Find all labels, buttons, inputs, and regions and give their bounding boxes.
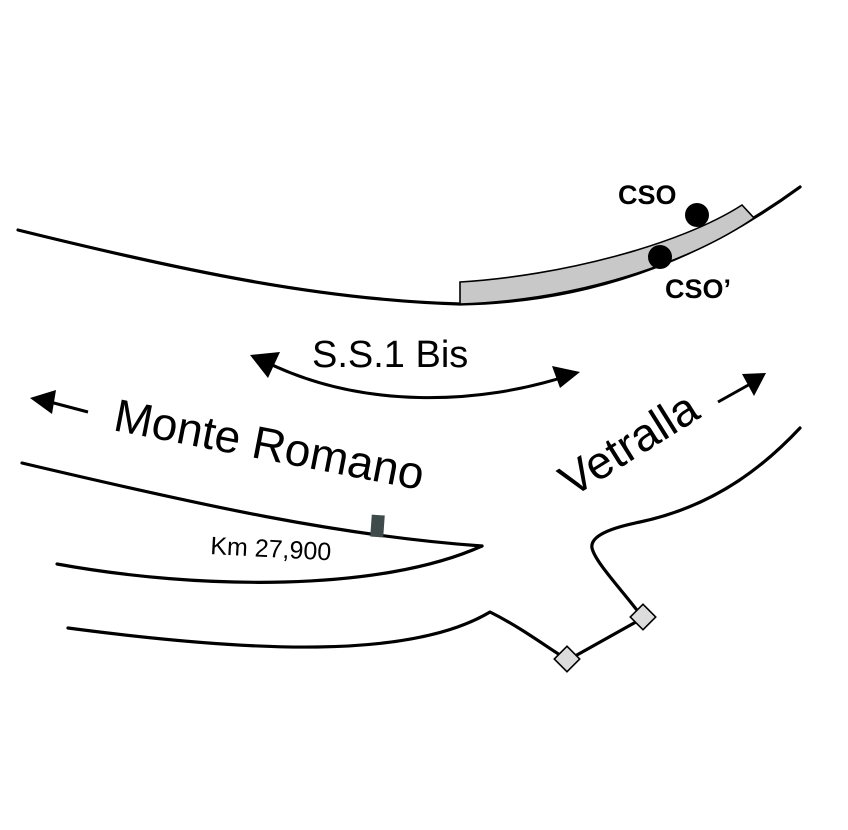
road-double-arrow [261,358,571,400]
arrowhead-left [250,352,280,378]
road-name-label: S.S.1 Bis [312,334,468,376]
cso-label: CSO [618,180,677,210]
arrowhead-right [552,366,580,388]
km-marker-post [370,514,385,538]
km-marker-label: Km 27,900 [210,532,332,566]
lower-road-lower-edge [55,544,484,584]
road-shoulder [459,203,756,305]
lower-road-upper-edge [20,461,484,548]
branch-road-edge [590,426,802,620]
west-arrowhead [30,390,56,414]
east-arrowhead [742,373,766,396]
west-direction-label: Monte Romano [110,389,429,500]
bottom-road-edge [66,610,570,662]
cso-prime-label: CSO’ [665,274,731,304]
node-upper [629,603,657,631]
connector-segment [566,616,645,662]
cso-prime-point [648,245,672,269]
node-lower [553,645,581,673]
east-direction-label: Vetralla [550,381,708,507]
west-arrow-shaft [49,400,89,414]
cso-point [685,203,709,227]
east-arrow-shaft [717,381,753,404]
